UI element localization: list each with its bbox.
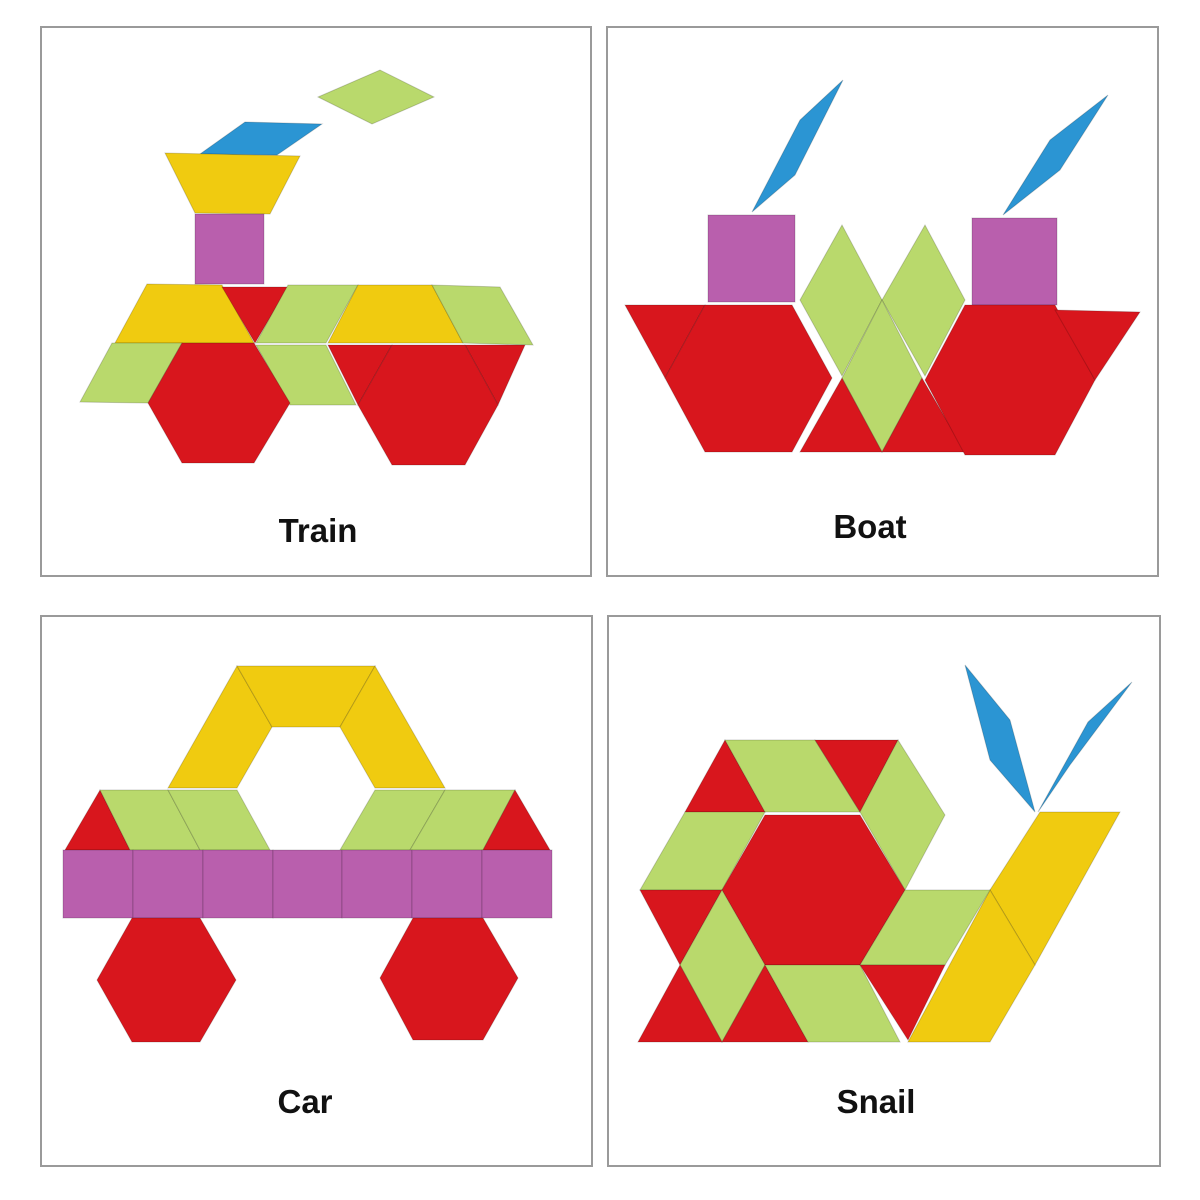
yellow-parallelogram (907, 888, 1036, 1043)
blue-rhombus (1037, 681, 1133, 813)
red-hexagon (96, 917, 237, 1043)
panel-snail: Snail (607, 615, 1161, 1167)
panel-boat: Boat (606, 26, 1159, 577)
green-parallelogram (764, 964, 901, 1043)
purple-square (194, 213, 265, 285)
red-triangle (859, 964, 946, 1042)
green-rhombus (799, 223, 883, 378)
blue-rhombus (964, 664, 1036, 813)
red-hexagon (664, 304, 833, 453)
red-triangle (881, 376, 966, 453)
purple-square (707, 214, 796, 303)
red-hexagon (379, 917, 519, 1041)
red-triangle (637, 963, 723, 1043)
label-boat: Boat (833, 508, 906, 545)
label-car: Car (277, 1083, 332, 1120)
green-rhombus (316, 69, 436, 125)
yellow-parallelogram (339, 664, 446, 789)
label-snail: Snail (837, 1083, 916, 1120)
red-hexagon (924, 304, 1096, 456)
yellow-parallelogram (167, 664, 273, 789)
green-rhombus (881, 223, 966, 378)
green-parallelogram (431, 284, 534, 346)
blue-rhombus (751, 79, 844, 213)
panel-car: Car (40, 615, 593, 1167)
label-train: Train (279, 512, 358, 549)
red-hexagon (147, 342, 291, 464)
red-triangle (799, 376, 883, 453)
red-hexagon (357, 344, 499, 466)
yellow-trapezoid (164, 152, 301, 215)
green-parallelogram (255, 284, 359, 344)
purple-square (971, 217, 1058, 306)
panel-train: Train (40, 26, 592, 577)
blue-rhombus (1002, 94, 1109, 216)
red-triangle (1054, 309, 1141, 381)
purple-square-row (62, 849, 553, 919)
blue-rhombus (198, 121, 324, 156)
